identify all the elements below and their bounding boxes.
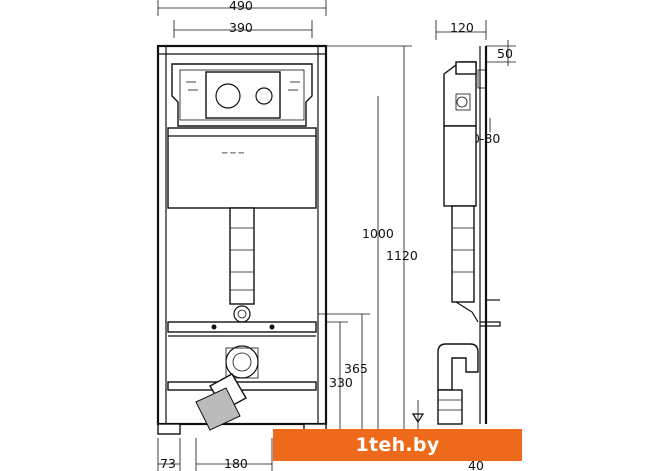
- dim-120: 120: [450, 20, 474, 35]
- bottom-dimensions: 73 180: [157, 438, 273, 471]
- watermark-text: 1teh.by: [355, 434, 440, 456]
- dim-side-bottom: 40: [468, 458, 484, 471]
- dim-1000: 1000: [362, 226, 394, 241]
- brand-logo-mark: ─ ─ ─: [221, 149, 245, 159]
- top-dimensions: 490 390: [157, 0, 327, 38]
- height-dimensions: 1120 1000 365 330: [318, 45, 418, 431]
- dim-330: 330: [329, 375, 353, 390]
- dim-390: 390: [229, 20, 253, 35]
- drain-elbow: [195, 345, 259, 431]
- flush-plate-opening: [205, 71, 281, 119]
- frame-side-view: 120 50 10-80 40: [410, 20, 520, 471]
- dim-180: 180: [224, 456, 248, 471]
- frame-front-view: ─ ─ ─: [156, 44, 328, 435]
- dim-490: 490: [229, 0, 253, 13]
- dim-73: 73: [160, 456, 176, 471]
- watermark-banner: 1teh.by: [273, 429, 522, 461]
- dim-365: 365: [344, 361, 368, 376]
- dim-1120-label: 1120: [386, 248, 418, 263]
- flush-button-large: [215, 83, 241, 109]
- flush-button-small: [255, 87, 273, 105]
- dim-50: 50: [497, 46, 513, 61]
